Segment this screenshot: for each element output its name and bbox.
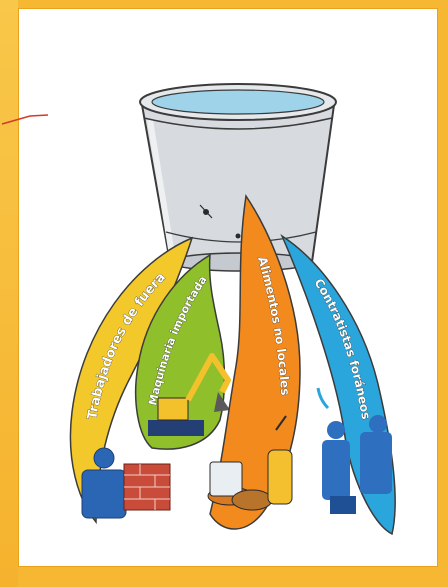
- bucket-hole: [236, 234, 241, 239]
- brick-wall-icon: [124, 464, 170, 510]
- bucket-icon: [140, 84, 336, 271]
- bucket-water: [152, 90, 324, 114]
- red-pointer-line: [2, 115, 48, 124]
